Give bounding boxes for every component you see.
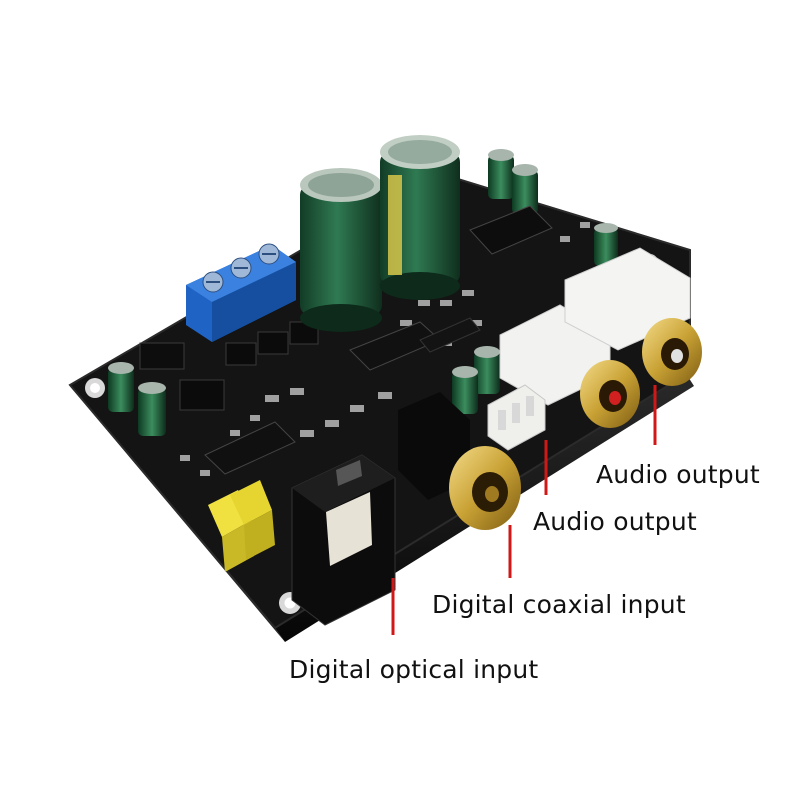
integrated-circuits xyxy=(204,205,553,475)
screw-terminal-icon xyxy=(186,243,296,342)
yellow-capacitors xyxy=(208,480,275,572)
label-digital-optical-input: Digital optical input xyxy=(289,655,539,684)
label-audio-output-right: Audio output xyxy=(596,460,760,489)
voltage-regulators xyxy=(139,321,319,411)
silkscreen-pads xyxy=(180,222,590,476)
label-digital-coaxial-input: Digital coaxial input xyxy=(432,590,686,619)
toslink-port-icon xyxy=(291,454,396,626)
white-connectors xyxy=(487,247,691,451)
label-audio-output-left: Audio output xyxy=(533,507,697,536)
callout-lines xyxy=(391,385,657,635)
rca-jack-icon xyxy=(398,318,702,530)
electrolytic-capacitor-icon xyxy=(300,135,460,332)
small-capacitors xyxy=(108,149,618,436)
